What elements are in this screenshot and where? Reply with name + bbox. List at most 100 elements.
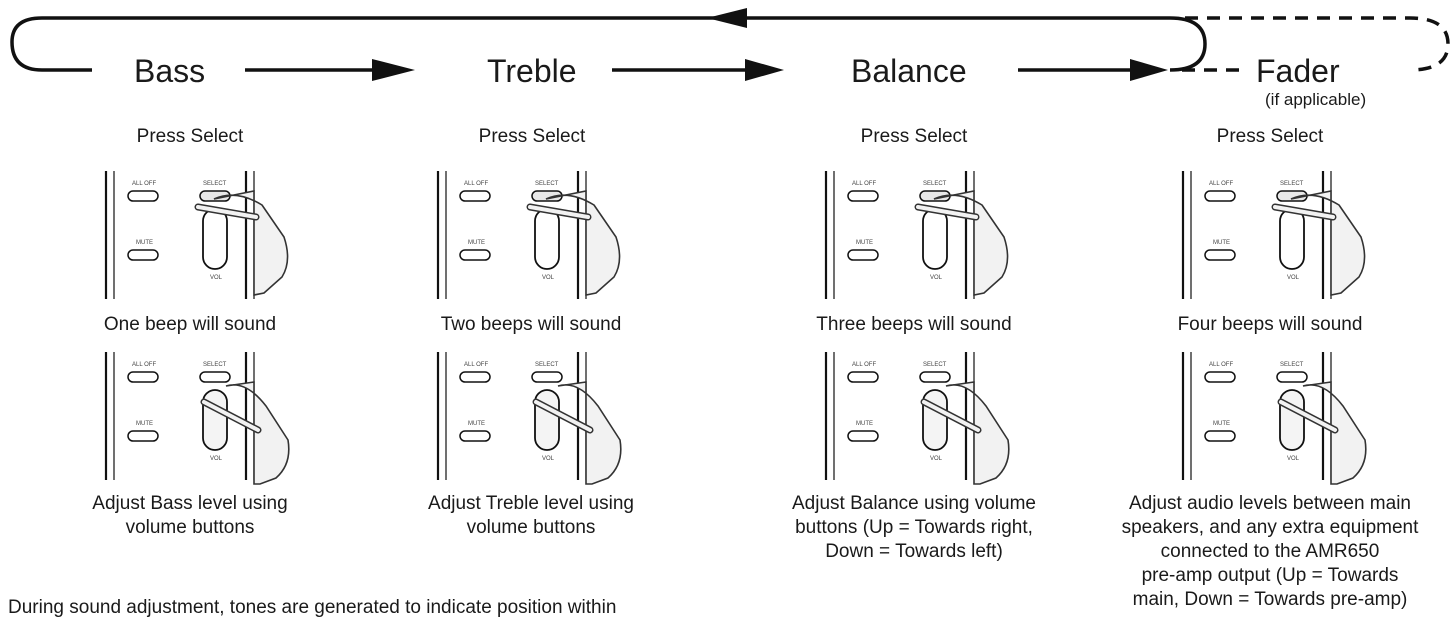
stage-title-treble: Treble: [481, 55, 583, 87]
press-select-caption: Press Select: [860, 126, 968, 147]
svg-text:SELECT: SELECT: [923, 181, 947, 187]
svg-text:MUTE: MUTE: [136, 240, 153, 246]
adjust-caption: Adjust Balance using volume buttons (Up …: [769, 492, 1059, 564]
loop-return-line: [10, 16, 1207, 72]
svg-text:ALL OFF: ALL OFF: [132, 181, 156, 187]
select-button: [199, 371, 231, 383]
hand-icon: [933, 190, 1009, 296]
hand-icon: [545, 190, 621, 296]
hand-icon: [213, 190, 289, 296]
arrowhead-to-balance: [745, 59, 784, 81]
adjust-line: Adjust Bass level using: [92, 493, 288, 514]
svg-text:MUTE: MUTE: [468, 240, 485, 246]
adjust-line: pre-amp output (Up = Towards: [1141, 565, 1399, 586]
svg-text:SELECT: SELECT: [1280, 362, 1304, 368]
mute-button: [1204, 430, 1236, 442]
volume-rocker: [534, 208, 560, 270]
svg-text:VOL: VOL: [210, 275, 223, 281]
all-off-button: [127, 190, 159, 202]
svg-text:MUTE: MUTE: [856, 421, 873, 427]
svg-text:SELECT: SELECT: [203, 362, 227, 368]
arrowhead-to-loop: [1130, 59, 1168, 81]
adjust-caption: Adjust Bass level using volume buttons: [50, 492, 330, 540]
adjust-line: speakers, and any extra equipment: [1121, 517, 1419, 538]
adjust-line: Adjust Balance using volume: [792, 493, 1036, 514]
adjust-caption: Adjust Treble level using volume buttons: [391, 492, 671, 540]
mute-button: [459, 430, 491, 442]
all-off-button: [847, 190, 879, 202]
volume-rocker: [202, 389, 228, 451]
svg-text:VOL: VOL: [930, 275, 943, 281]
fader-dashed-loop: [1185, 16, 1450, 72]
adjust-line: connected to the AMR650: [1160, 541, 1380, 562]
mute-button: [1204, 249, 1236, 261]
svg-text:VOL: VOL: [542, 456, 555, 462]
volume-rocker: [922, 389, 948, 451]
svg-text:ALL OFF: ALL OFF: [852, 362, 876, 368]
svg-text:SELECT: SELECT: [1280, 181, 1304, 187]
select-button: [919, 371, 951, 383]
svg-text:SELECT: SELECT: [923, 362, 947, 368]
adjust-line: volume buttons: [466, 517, 596, 538]
all-off-button: [847, 371, 879, 383]
svg-text:VOL: VOL: [930, 456, 943, 462]
panel-press-select: ALL OFF MUTE SELECT VOL: [806, 165, 1016, 305]
mute-button: [459, 249, 491, 261]
all-off-button: [127, 371, 159, 383]
press-select-caption: Press Select: [478, 126, 586, 147]
adjust-line: volume buttons: [125, 517, 255, 538]
footer-note: During sound adjustment, tones are gener…: [8, 597, 617, 618]
panel-press-volume: ALL OFF MUTE SELECT VOL: [806, 346, 1016, 486]
svg-text:VOL: VOL: [1287, 275, 1300, 281]
svg-text:VOL: VOL: [210, 456, 223, 462]
volume-rocker: [1279, 389, 1305, 451]
svg-text:VOL: VOL: [542, 275, 555, 281]
stage-subtitle-fader: (if applicable): [1265, 90, 1367, 109]
volume-rocker: [1279, 208, 1305, 270]
adjust-line: Adjust audio levels between main: [1128, 493, 1411, 514]
svg-text:ALL OFF: ALL OFF: [464, 181, 488, 187]
hand-icon: [1290, 190, 1366, 296]
beep-caption: Four beeps will sound: [1177, 314, 1363, 335]
panel-press-select: ALL OFF MUTE SELECT VOL: [418, 165, 628, 305]
arrowhead-to-treble: [372, 59, 415, 81]
svg-text:ALL OFF: ALL OFF: [1209, 181, 1233, 187]
svg-text:MUTE: MUTE: [468, 421, 485, 427]
panel-press-volume: ALL OFF MUTE SELECT VOL: [418, 346, 628, 486]
volume-rocker: [922, 208, 948, 270]
svg-text:MUTE: MUTE: [856, 240, 873, 246]
adjust-caption: Adjust audio levels between main speaker…: [1102, 492, 1438, 612]
all-off-button: [1204, 190, 1236, 202]
svg-text:SELECT: SELECT: [203, 181, 227, 187]
svg-text:VOL: VOL: [1287, 456, 1300, 462]
mute-button: [847, 249, 879, 261]
svg-text:MUTE: MUTE: [1213, 421, 1230, 427]
all-off-button: [1204, 371, 1236, 383]
beep-caption: Two beeps will sound: [440, 314, 622, 335]
volume-rocker: [202, 208, 228, 270]
adjust-line: Adjust Treble level using: [428, 493, 634, 514]
svg-text:MUTE: MUTE: [1213, 240, 1230, 246]
adjust-line: main, Down = Towards pre-amp): [1132, 589, 1408, 610]
svg-text:ALL OFF: ALL OFF: [464, 362, 488, 368]
stage-title-bass: Bass: [128, 55, 212, 87]
all-off-button: [459, 190, 491, 202]
mute-button: [847, 430, 879, 442]
svg-text:SELECT: SELECT: [535, 181, 559, 187]
panel-press-select: ALL OFF MUTE SELECT VOL: [1163, 165, 1373, 305]
panel-press-select: ALL OFF MUTE SELECT VOL: [86, 165, 296, 305]
press-select-caption: Press Select: [1216, 126, 1324, 147]
all-off-button: [459, 371, 491, 383]
press-select-caption: Press Select: [136, 126, 244, 147]
adjust-line: Down = Towards left): [825, 541, 1003, 562]
svg-text:ALL OFF: ALL OFF: [132, 362, 156, 368]
volume-rocker: [534, 389, 560, 451]
select-button: [531, 371, 563, 383]
svg-text:SELECT: SELECT: [535, 362, 559, 368]
arrowhead-left-top: [707, 8, 747, 28]
mute-button: [127, 430, 159, 442]
panel-press-volume: ALL OFF MUTE SELECT VOL: [1163, 346, 1373, 486]
svg-text:ALL OFF: ALL OFF: [1209, 362, 1233, 368]
svg-text:ALL OFF: ALL OFF: [852, 181, 876, 187]
